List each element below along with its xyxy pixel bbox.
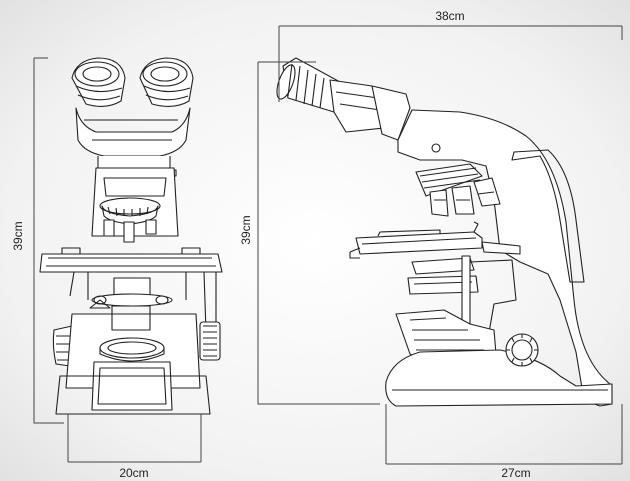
side-top-width-label: 38cm [435,9,465,23]
microscope-front-view [39,57,223,415]
front-dimension-lines [33,57,202,463]
eyepiece-left [71,57,126,107]
front-height-label: 39cm [11,221,25,251]
side-eyepiece [276,57,385,133]
side-height-label: 39cm [239,215,253,245]
front-width-label: 20cm [119,466,149,480]
microscope-side-view [276,57,613,407]
side-base-width-label: 27cm [501,466,531,480]
eyepiece-right [139,57,194,107]
side-dimension-lines [257,25,623,465]
